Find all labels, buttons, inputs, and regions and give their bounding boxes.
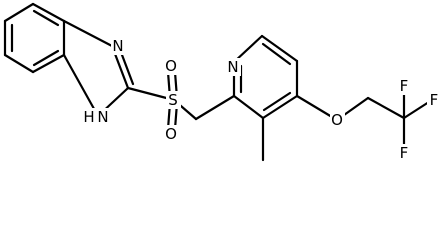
nh-nitrogen-label: N xyxy=(97,108,108,126)
bond xyxy=(3,2,35,23)
sulfur-label: S xyxy=(168,91,178,109)
bond xyxy=(3,53,35,74)
trifluoroethoxy-group xyxy=(295,84,434,152)
benzene-ring xyxy=(3,2,66,74)
bond xyxy=(62,19,114,48)
sulfonyl-oxygen-bottom-label: O xyxy=(165,125,177,143)
double-bond xyxy=(261,42,292,66)
pyridine-ring xyxy=(232,34,299,120)
double-bond xyxy=(262,91,292,112)
imidazole-ring xyxy=(62,19,135,118)
atom-labels: N H N S O O N O F F F xyxy=(82,37,442,162)
bond xyxy=(31,2,66,23)
bond xyxy=(366,96,406,120)
bond xyxy=(62,53,100,118)
bond xyxy=(31,53,66,74)
double-bond xyxy=(32,9,60,27)
bond xyxy=(260,34,299,63)
sulfonyl-oxygen-top-label: O xyxy=(165,57,177,75)
bond xyxy=(232,34,264,64)
double-bond xyxy=(32,49,60,67)
bond xyxy=(261,94,299,120)
fluorine-top-label: F xyxy=(400,77,409,95)
fluorine-bottom-label: F xyxy=(400,144,409,162)
sulfonyl-group xyxy=(126,70,198,131)
nh-hydrogen-label: H xyxy=(83,108,94,126)
methylene-bond xyxy=(194,94,236,121)
fluorine-right-label: F xyxy=(430,91,439,109)
imidazole-nitrogen-label: N xyxy=(112,37,123,55)
pyridine-nitrogen-label: N xyxy=(227,58,238,76)
bond xyxy=(232,94,265,120)
ether-oxygen-label: O xyxy=(331,111,343,129)
chemical-structure: N H N S O O N O F F F xyxy=(3,2,442,162)
